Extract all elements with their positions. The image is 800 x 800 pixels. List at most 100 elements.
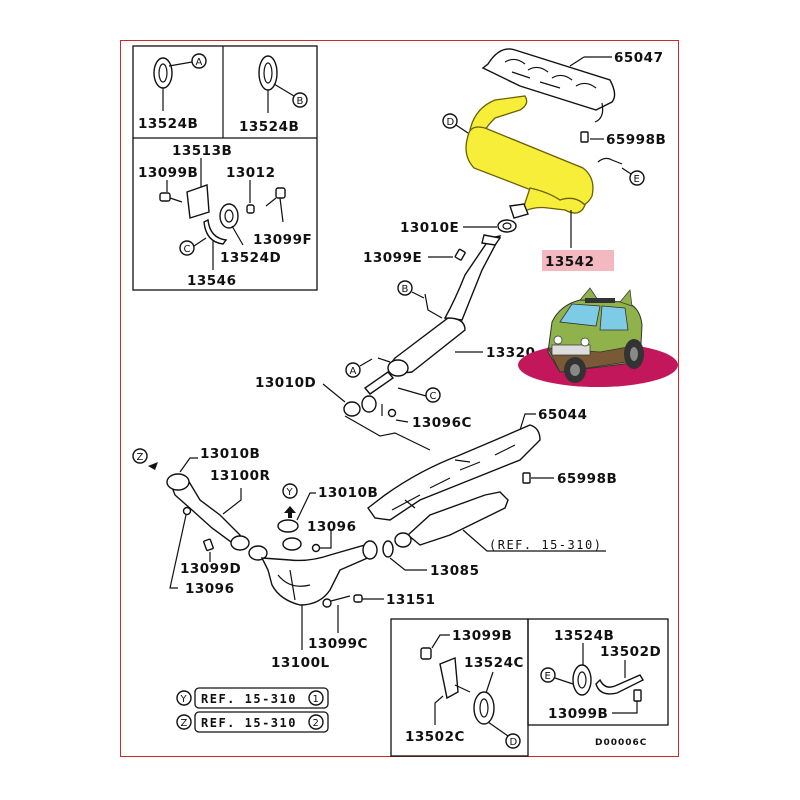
callout-y-icon: [176, 690, 192, 706]
part-label-13099B[interactable]: 13099B: [452, 628, 512, 644]
nut-icon: [387, 408, 397, 418]
flange-icon: [362, 540, 378, 560]
highlight-label-bg: [542, 250, 614, 271]
bracket-icon: [439, 657, 459, 700]
center-muffler-13320[interactable]: B A 13320 C: [345, 234, 535, 403]
part-label-13096[interactable]: 13096: [185, 581, 234, 597]
part-label-13010B[interactable]: 13010B: [200, 446, 260, 462]
heat-shield-icon: [481, 48, 616, 111]
part-label-13524C[interactable]: 13524C: [464, 655, 524, 671]
bolt-13151[interactable]: 13151: [353, 592, 435, 608]
ref-label-15-310[interactable]: (REF. 15-310): [489, 538, 602, 552]
nut-13096-mid[interactable]: 13096: [307, 519, 356, 553]
catalytic-converter-icon: [406, 491, 509, 546]
part-label-13524B[interactable]: 13524B: [138, 116, 198, 132]
part-label-13099B[interactable]: 13099B: [548, 706, 608, 722]
part-label-65044[interactable]: 65044: [538, 407, 587, 423]
part-label-13546[interactable]: 13546: [187, 273, 236, 289]
drawing-code: D00006C: [595, 738, 647, 748]
part-label-13151[interactable]: 13151: [386, 592, 435, 608]
outlet-pipe-icon: [363, 371, 395, 395]
heat-shield-65044[interactable]: 65044: [367, 407, 587, 521]
part-label-13085[interactable]: 13085: [430, 563, 479, 579]
flange-icon: [481, 234, 502, 246]
gasket-13085[interactable]: 13085: [382, 540, 479, 579]
callout-z-label: Z: [137, 452, 144, 463]
inset-bottom-left: 13099B 13524C D 13502C: [390, 618, 529, 757]
bolt-65998B-top[interactable]: 65998B: [580, 131, 666, 148]
gasket-13010B-left[interactable]: 13010B Z: [132, 446, 260, 473]
bolt-13099E[interactable]: 13099E: [363, 248, 466, 266]
callout-a-label: A: [196, 57, 203, 68]
part-label-65998B[interactable]: 65998B: [606, 132, 666, 148]
callout-b-label: B: [402, 284, 409, 295]
part-label-13010E[interactable]: 13010E: [400, 220, 459, 236]
part-label-13524B[interactable]: 13524B: [239, 119, 299, 135]
gasket-icon: [277, 519, 299, 533]
part-label-13320[interactable]: 13320: [486, 345, 535, 361]
part-label-13096C[interactable]: 13096C: [412, 415, 472, 431]
callout-z-icon: [176, 714, 192, 730]
hanger-13524B-a[interactable]: A 13524B: [138, 53, 207, 132]
part-label-13096[interactable]: 13096: [307, 519, 356, 535]
part-label-13100R[interactable]: 13100R: [210, 468, 270, 484]
part-label-13502D[interactable]: 13502D: [600, 644, 661, 660]
bolt-icon: [580, 131, 589, 143]
cartoon-suv-icon: [547, 287, 644, 383]
main-muffler-13542[interactable]: D E 13542: [442, 95, 645, 271]
bolt-icon: [420, 647, 432, 660]
front-pipe-13100R[interactable]: 13100R: [166, 468, 270, 551]
gasket-icon: [361, 395, 377, 413]
part-label-13012[interactable]: 13012: [226, 165, 275, 181]
flange-icon: [230, 535, 250, 551]
catalytic-converter-ref[interactable]: (REF. 15-310): [394, 491, 606, 552]
part-label-13099E[interactable]: 13099E: [363, 250, 422, 266]
part-label-13099C[interactable]: 13099C: [308, 636, 368, 652]
callout-e-label: E: [545, 671, 551, 682]
part-label-13513B[interactable]: 13513B: [172, 143, 232, 159]
front-pipe-13100L[interactable]: 13100L: [248, 537, 378, 671]
bracket-icon: [186, 184, 210, 219]
inset-top-left-box: [132, 45, 318, 291]
part-label-13542[interactable]: 13542: [545, 254, 594, 270]
hanger-13524B-b[interactable]: B 13524B: [239, 55, 308, 135]
heat-shield-65047[interactable]: 65047: [481, 48, 663, 123]
part-label-13099B[interactable]: 13099B: [138, 165, 198, 181]
callout-z-icon: [132, 448, 148, 464]
ref-note-text: REF. 15-310: [201, 692, 297, 706]
part-label-13010D[interactable]: 13010D: [255, 375, 316, 391]
bolt-icon: [522, 472, 531, 484]
rubber-hanger-icon: [258, 55, 278, 91]
gasket-13010D[interactable]: 13010D: [255, 375, 431, 451]
flange-icon: [248, 545, 268, 561]
callout-e-label: E: [634, 174, 640, 185]
spring-bolt-icon: [353, 594, 363, 603]
part-label-13100L[interactable]: 13100L: [271, 655, 330, 671]
bolt-13099D[interactable]: 13099D: [180, 538, 241, 577]
gasket-icon: [382, 540, 394, 558]
gasket-13010E[interactable]: 13010E: [400, 219, 517, 236]
callout-e-icon: [629, 170, 645, 186]
gasket-13010B-mid[interactable]: Y 13010B: [277, 483, 378, 533]
bolt-13099C[interactable]: 13099C: [308, 595, 368, 652]
part-label-13010B[interactable]: 13010B: [318, 485, 378, 501]
rubber-hanger-icon: [572, 664, 592, 696]
part-label-65047[interactable]: 65047: [614, 50, 663, 66]
nut-icon: [182, 506, 192, 516]
ref-note-z[interactable]: Z REF. 15-310 2: [176, 711, 329, 733]
ref-number-icon: [308, 690, 324, 706]
part-label-13524D[interactable]: 13524D: [220, 250, 281, 266]
gasket-icon: [497, 219, 517, 233]
part-label-13502C[interactable]: 13502C: [405, 729, 465, 745]
callout-y-icon: [282, 483, 298, 499]
nut-13096-left[interactable]: 13096: [169, 506, 234, 598]
part-label-65998B[interactable]: 65998B: [557, 471, 617, 487]
part-label-13524B[interactable]: 13524B: [554, 628, 614, 644]
nut-13096C[interactable]: 13096C: [381, 404, 472, 431]
bolt-icon: [203, 538, 214, 552]
ref-note-y[interactable]: Y REF. 15-310 1: [176, 687, 329, 709]
part-label-13099F[interactable]: 13099F: [253, 232, 312, 248]
bolt-65998B-mid[interactable]: 65998B: [522, 471, 617, 487]
part-label-13099D[interactable]: 13099D: [180, 561, 241, 577]
